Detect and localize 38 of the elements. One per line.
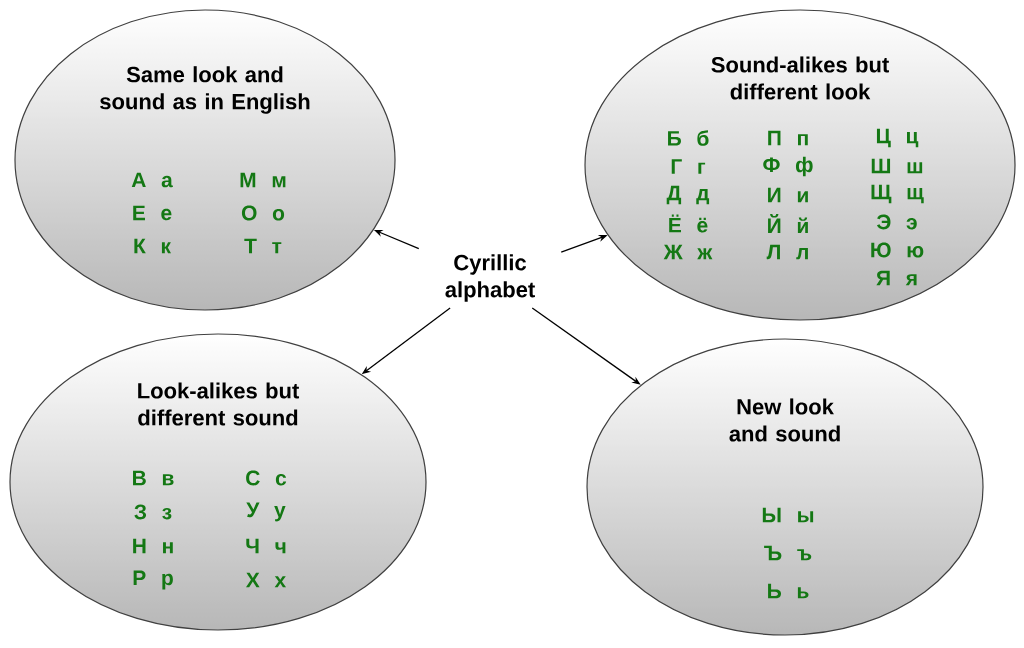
letter-pair: С с: [246, 470, 287, 486]
heading: New look and sound: [729, 398, 840, 442]
letter-pair: М м: [240, 172, 286, 188]
letter-pair: Ц ц: [876, 128, 919, 148]
letter-pair: Ю ю: [871, 242, 924, 258]
letter-pair: И и: [768, 187, 808, 203]
letter-pair: Т т: [244, 238, 282, 254]
letter-pair: Я я: [876, 270, 917, 286]
letter-pair: Е е: [133, 205, 172, 221]
heading: Same look and sound as in English: [100, 66, 310, 114]
letter-pair: Э э: [876, 214, 917, 230]
letter-pair: П п: [768, 130, 808, 146]
letter-pair: О о: [241, 205, 285, 221]
letter-pair: Б б: [668, 130, 709, 146]
letter-pair: В в: [133, 470, 174, 486]
letter-pair: З з: [134, 504, 172, 520]
letter-pair: Д д: [666, 185, 710, 205]
letter-pair: Г г: [671, 159, 706, 174]
letter-pair: Ъ ъ: [764, 545, 812, 561]
letter-pair: Ы ы: [762, 507, 814, 523]
letter-pair: А а: [131, 172, 173, 188]
letter-pair: К к: [134, 238, 171, 254]
letter-pair: Ь ь: [768, 583, 809, 599]
letter-pair: У у: [246, 502, 286, 522]
letter-pair: Ш ш: [871, 158, 923, 174]
label-text: Cyrillic alphabet: [445, 254, 535, 302]
letter-pair: Л л: [766, 244, 808, 260]
letter-pair: Х х: [246, 572, 287, 588]
heading: Sound-alikes but different look: [711, 56, 889, 100]
letter-pair: Щ щ: [871, 184, 924, 204]
letter-pair: Ё ё: [669, 214, 708, 233]
letter-pair: Ж ж: [663, 244, 713, 260]
heading: Look-alikes but different sound: [138, 382, 300, 426]
letter-pair: Н н: [133, 538, 173, 554]
letter-pair: Р р: [133, 570, 173, 590]
letter-pair: Ф ф: [763, 156, 813, 177]
letter-pair: Ч ч: [246, 538, 286, 554]
letter-pair: Й й: [768, 214, 808, 233]
